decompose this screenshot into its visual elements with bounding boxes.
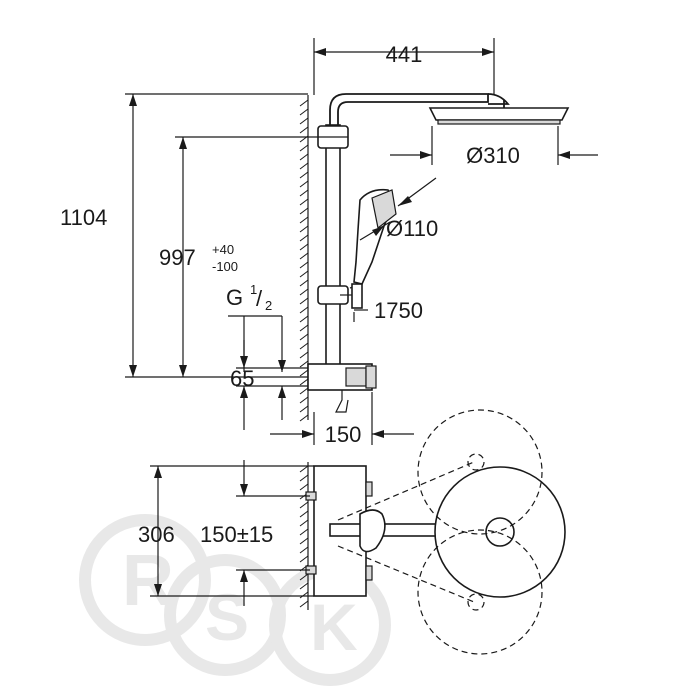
label-head-diameter: Ø310: [466, 143, 520, 168]
label-total-height: 1104: [60, 205, 107, 230]
label-connection-den: 2: [265, 298, 272, 313]
svg-text:R: R: [122, 541, 174, 621]
label-outlet-tol-plus: +40: [212, 242, 234, 257]
label-inlet-spacing: 65: [230, 366, 254, 391]
dim-top-width: 441: [313, 38, 495, 95]
slider-holder: [317, 283, 363, 309]
dim-plan-centers: 150±15: [200, 460, 310, 606]
dim-connection: G 1 / 2: [226, 282, 286, 372]
label-outlet-tol-minus: -100: [212, 259, 238, 274]
dim-projection: 150: [270, 392, 414, 447]
dim-outlet-height: 997 +40 -100: [159, 136, 318, 377]
riser-pipe: [317, 124, 349, 366]
svg-text:K: K: [310, 590, 358, 664]
label-plan-centers: 150±15: [200, 522, 273, 547]
dim-plan-depth: 306: [138, 465, 314, 597]
dim-head-diameter: Ø310: [390, 126, 598, 168]
label-connection-num: 1: [250, 282, 257, 297]
label-hose-length: 1750: [374, 298, 423, 323]
label-outlet-height: 997: [159, 245, 196, 270]
shower-arm: [329, 93, 510, 125]
swivel-range: [337, 409, 543, 655]
label-plan-depth: 306: [138, 522, 175, 547]
head-shower: [428, 100, 570, 125]
wall-plan: [299, 462, 309, 610]
label-connection: G: [226, 285, 243, 310]
svg-text:S: S: [205, 580, 249, 654]
label-projection: 150: [325, 422, 362, 447]
dim-hose: 1750: [353, 298, 423, 323]
dim-total-height: 1104: [60, 93, 308, 378]
head-shower-plan: [434, 466, 566, 598]
label-top-width: 441: [386, 42, 423, 67]
watermark-logo: R S K: [79, 514, 391, 686]
dim-hand-diameter: Ø110: [359, 177, 438, 241]
label-hand-diameter: Ø110: [386, 216, 438, 241]
dim-inlet-spacing: 65: [230, 340, 308, 430]
svg-text:/: /: [256, 286, 263, 311]
thermostat-elevation: [307, 363, 377, 413]
wall-elevation: [299, 95, 309, 422]
